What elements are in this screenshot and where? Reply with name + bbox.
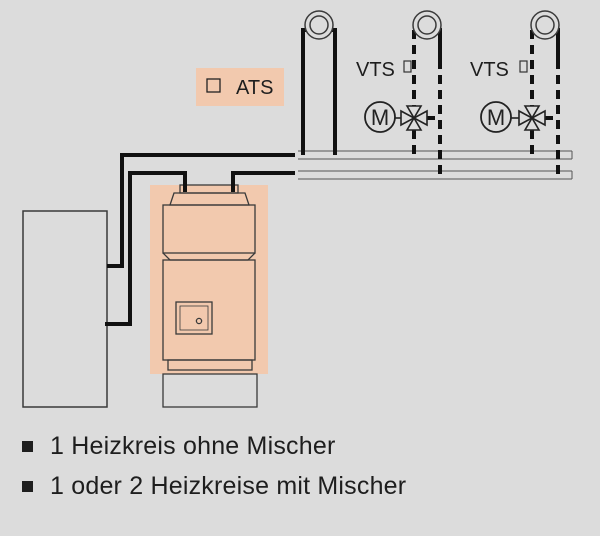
ats-sensor-icon [206,78,221,93]
motor-right-label: M [487,105,505,130]
vts-label-left: VTS [356,59,395,81]
bullet-icon [22,480,33,492]
radiator-icon-1 [304,10,334,40]
radiator-icon-2 [412,10,442,40]
boiler [162,184,256,371]
motor-left-icon [364,101,396,133]
motor-right-icon [480,101,512,133]
vts-label-right: VTS [470,59,509,81]
bullet-icon [22,440,33,452]
legend-text-1: 1 Heizkreis ohne Mischer [50,431,336,460]
mixer-valve-right-icon [518,105,546,131]
boiler-highlight [150,185,268,374]
legend-text-2: 1 oder 2 Heizkreise mit Mischer [50,471,407,500]
ats-label: ATS [236,77,273,99]
legend: 1 Heizkreis ohne Mischer 1 oder 2 Heizkr… [22,426,406,506]
pipe-outlines [298,150,573,180]
motor-left-label: M [371,105,389,130]
legend-item-1: 1 Heizkreis ohne Mischer [22,426,406,466]
mixer-circuit-pipes [412,30,560,175]
storage-tank [22,210,108,408]
legend-item-2: 1 oder 2 Heizkreise mit Mischer [22,466,406,506]
mixer-valve-left-icon [400,105,428,131]
radiator-icon-3 [530,10,560,40]
vts-sensor-right-icon [519,60,528,73]
boiler-base [162,373,258,408]
vts-sensor-left-icon [403,60,412,73]
ats-highlight [196,68,284,106]
